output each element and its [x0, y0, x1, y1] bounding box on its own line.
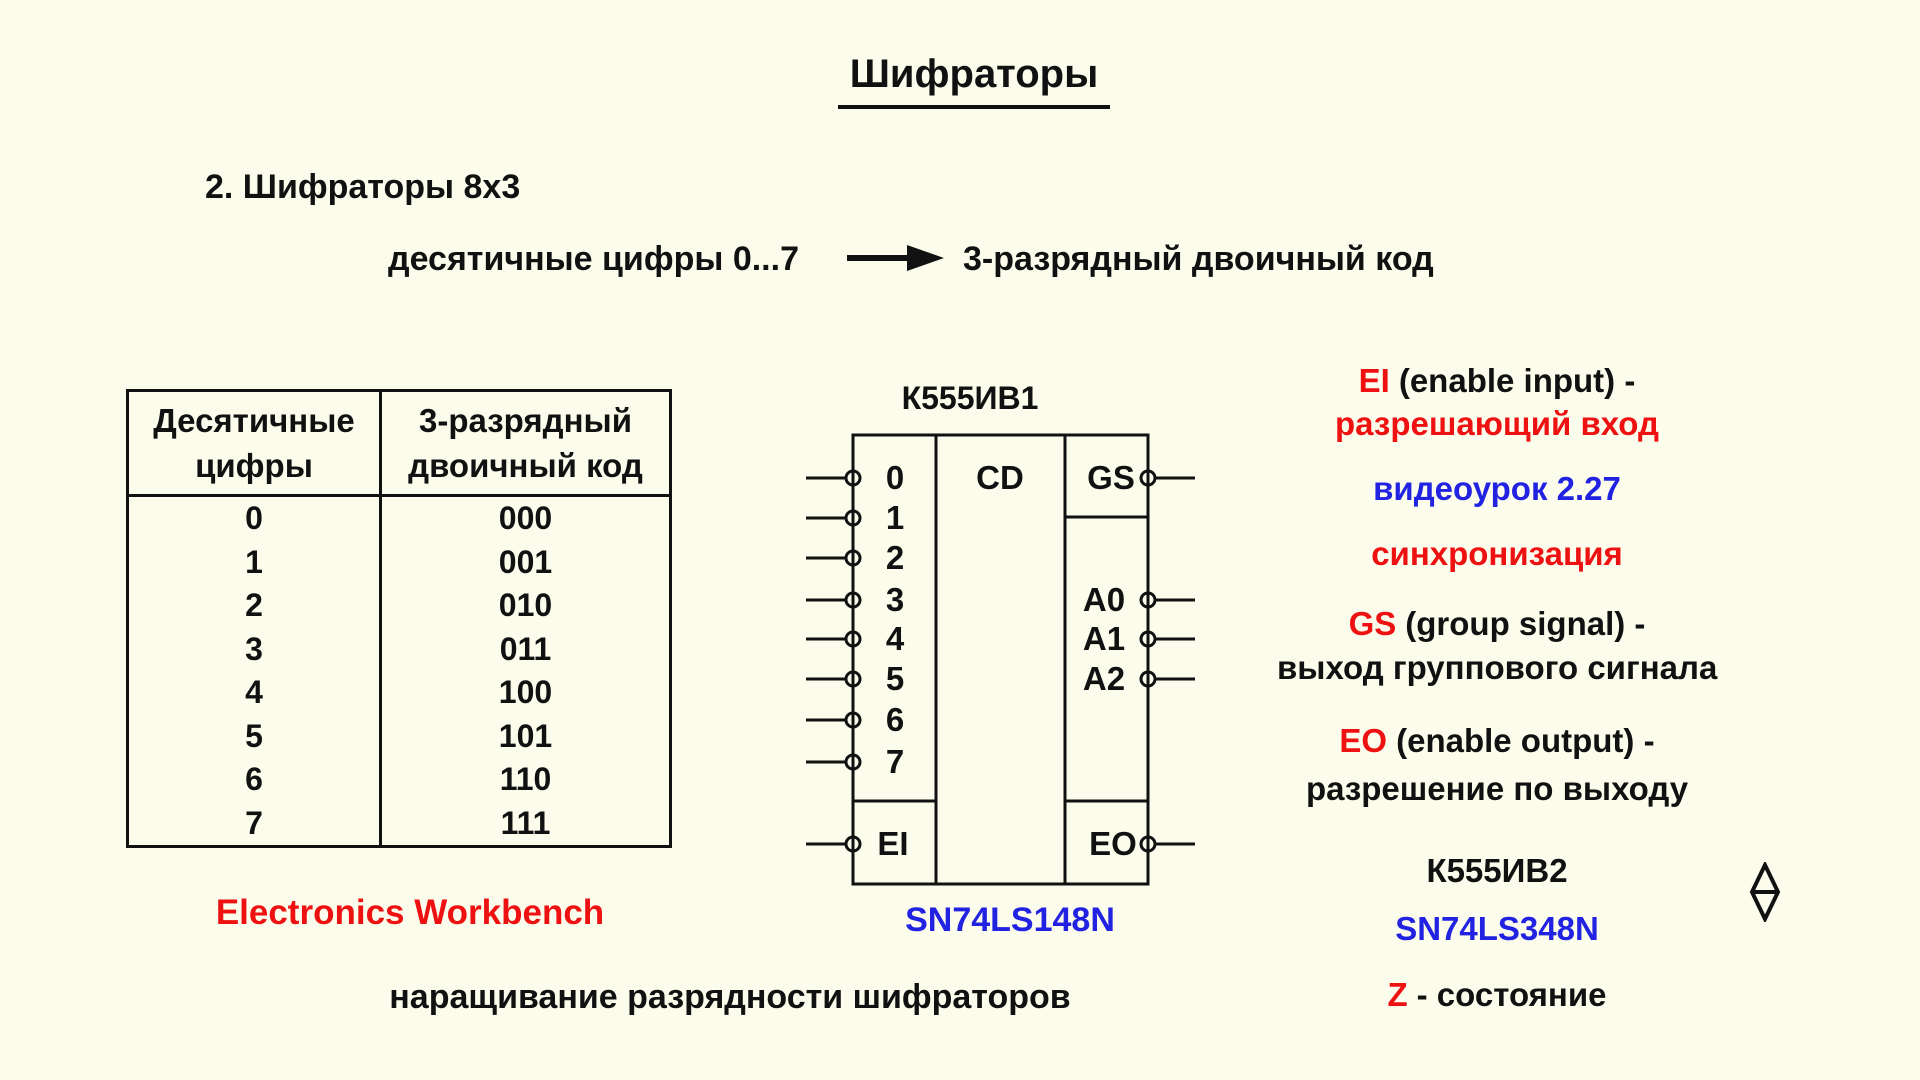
- address-output-a0: A0: [1083, 581, 1195, 618]
- notes-column: EI(enable input) - разрешающий вход виде…: [1277, 0, 1717, 1080]
- inversion-bubble-icon: [1139, 630, 1157, 648]
- conversion-table: Десятичные цифры 3-разрядный двоичный ко…: [126, 389, 672, 848]
- code-cell: 111: [500, 804, 551, 841]
- inversion-bubble-icon: [844, 630, 862, 648]
- address-output-a1: A1: [1083, 620, 1195, 657]
- enable-input-pin: EI: [806, 825, 909, 862]
- software-name: Electronics Workbench: [215, 893, 605, 932]
- input-pin-label: 0: [886, 459, 904, 496]
- input-pin-1: 1: [806, 499, 904, 536]
- digit-cell: 0: [129, 497, 382, 541]
- input-pin-label: 4: [886, 620, 905, 657]
- input-pin-label: 6: [886, 701, 904, 738]
- input-pin-4: 4: [806, 620, 905, 657]
- eo-description: разрешение по выходу: [1305, 770, 1689, 807]
- input-pin-6: 6: [806, 701, 904, 738]
- input-pin-label: 3: [886, 581, 904, 618]
- inversion-bubble-icon: [844, 509, 862, 527]
- z-term: Z: [1387, 976, 1408, 1013]
- ei-definition: EI(enable input) -: [1358, 362, 1636, 399]
- code-cell: 001: [498, 543, 553, 580]
- ei-description: разрешающий вход: [1335, 405, 1659, 442]
- gs-label: GS: [1087, 459, 1135, 496]
- code-cell: 011: [499, 630, 552, 667]
- digit-cell: 7: [129, 801, 382, 845]
- group-signal-pin: GS: [1087, 459, 1195, 496]
- inversion-bubble-icon: [844, 549, 862, 567]
- input-pin-label: 2: [886, 539, 904, 576]
- digit-cell: 1: [129, 540, 382, 584]
- section-heading: 2. Шифраторы 8x3: [205, 168, 521, 206]
- code-cell: 100: [498, 674, 553, 711]
- inversion-bubble-icon: [844, 469, 862, 487]
- code-cell: 000: [498, 500, 553, 537]
- input-pin-3: 3: [806, 581, 904, 618]
- digit-cell: 6: [129, 758, 382, 802]
- bottom-caption: наращивание разрядности шифраторов: [389, 978, 1071, 1016]
- chip-body: [851, 433, 1150, 886]
- table-header-binary: 3-разрядный двоичный код: [382, 392, 669, 497]
- enable-output-label: EO: [1089, 825, 1137, 862]
- page-title: Шифраторы: [838, 52, 1110, 109]
- digit-cell: 4: [129, 671, 382, 715]
- inversion-bubble-icon: [1139, 835, 1157, 853]
- input-pin-2: 2: [806, 539, 904, 576]
- inversion-bubble-icon: [1139, 591, 1157, 609]
- chip-part-number: SN74LS148N: [905, 901, 1115, 939]
- enable-output-pin: EO: [1089, 825, 1195, 862]
- chip-title: К555ИВ1: [901, 380, 1039, 416]
- table-header-decimal: Десятичные цифры: [129, 392, 382, 497]
- inversion-bubble-icon: [844, 670, 862, 688]
- gs-description: выход группового сигнала: [1277, 649, 1718, 686]
- a0-label: A0: [1083, 581, 1125, 618]
- inversion-bubble-icon: [1139, 670, 1157, 688]
- inversion-bubble-icon: [844, 835, 862, 853]
- inversion-bubble-icon: [1139, 469, 1157, 487]
- ei-term: EI: [1358, 362, 1390, 399]
- digit-cell: 2: [129, 584, 382, 628]
- input-pin-0: 0: [806, 459, 904, 496]
- chip2-title: К555ИВ2: [1426, 852, 1568, 889]
- input-pin-label: 1: [886, 499, 904, 536]
- flow-target-label: 3-разрядный двоичный код: [963, 240, 1434, 278]
- address-output-a2: A2: [1083, 660, 1195, 697]
- z-state-note: Z- состояние: [1387, 976, 1607, 1013]
- input-pin-5: 5: [806, 660, 904, 697]
- chip2-part-number: SN74LS348N: [1395, 910, 1599, 947]
- input-pin-7: 7: [806, 743, 904, 780]
- inversion-bubble-icon: [844, 753, 862, 771]
- digit-cell: 3: [129, 627, 382, 671]
- digit-cell: 5: [129, 714, 382, 758]
- video-lesson-ref: видеоурок 2.27: [1373, 470, 1621, 507]
- cd-function-label: CD: [976, 459, 1024, 496]
- code-cell: 101: [498, 717, 553, 754]
- tri-state-diamond-icon: [1749, 862, 1781, 922]
- right-arrow-icon: [847, 245, 944, 271]
- eo-term: EO: [1339, 722, 1388, 759]
- code-cell: 010: [498, 587, 553, 624]
- encoder-chip-diagram: 0 1 2 3 4 5 6 7: [806, 433, 1195, 886]
- gs-definition: GS(group signal) -: [1348, 605, 1646, 642]
- a2-label: A2: [1083, 660, 1125, 697]
- sync-note: синхронизация: [1371, 535, 1623, 572]
- inversion-bubble-icon: [844, 711, 862, 729]
- eo-definition: EO(enable output) -: [1339, 722, 1655, 759]
- a1-label: A1: [1083, 620, 1125, 657]
- input-pin-label: 5: [886, 660, 904, 697]
- flow-source-label: десятичные цифры 0...7: [388, 240, 799, 278]
- gs-term: GS: [1348, 605, 1397, 642]
- input-pin-label: 7: [886, 743, 904, 780]
- inversion-bubble-icon: [844, 591, 862, 609]
- code-cell: 110: [499, 761, 552, 798]
- enable-input-label: EI: [877, 825, 908, 862]
